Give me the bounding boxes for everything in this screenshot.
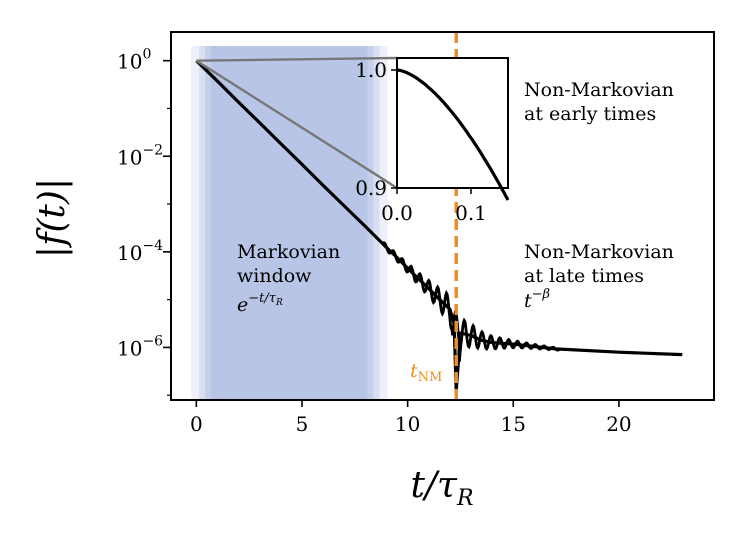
- annotation-late-expr: t−β: [524, 287, 550, 312]
- x-tick-label-0: 0: [190, 412, 203, 436]
- inset-y-tick-label: 0.9: [355, 176, 387, 200]
- annotation-markovian-expr: e−t/τR: [237, 291, 283, 316]
- t-nm-label: tNM: [410, 360, 442, 385]
- x-tick-label-5: 5: [296, 412, 309, 436]
- inset-y-tick-label: 1.0: [355, 58, 387, 82]
- x-tick-label-20: 20: [606, 412, 631, 436]
- inset-ticks: 0.0 0.1 1.0 0.9: [355, 58, 487, 225]
- y-tick-label--2: 10−2: [117, 142, 163, 169]
- y-axis-label: |f(t)|: [32, 178, 73, 258]
- markovian-window: [191, 46, 388, 399]
- inset-x-tick-label: 0.1: [455, 201, 487, 225]
- inset-connector-top: [196, 56, 398, 62]
- plot-frame: [170, 31, 715, 401]
- inset-x-tick-label: 0.0: [381, 201, 413, 225]
- inset-curve: [396, 68, 510, 201]
- inset-connector-bottom: [195, 59, 398, 190]
- y-axis-ticks: 100 10−2 10−4 10−6: [117, 47, 171, 396]
- x-axis-label: t/τR: [410, 465, 473, 511]
- x-axis-label-sub: R: [456, 486, 474, 511]
- y-tick-label--6: 10−6: [117, 333, 163, 360]
- y-tick-label-0: 100: [117, 47, 151, 74]
- x-tick-label-15: 15: [501, 412, 526, 436]
- y-tick-label--4: 10−4: [117, 238, 163, 265]
- x-axis-ticks: 0 5 10 15 20: [190, 400, 632, 436]
- oscillation-curve: [381, 241, 561, 362]
- inset-plot: 0.0 0.1 1.0 0.9: [355, 57, 510, 225]
- markovian-window-band-3: [211, 46, 368, 399]
- x-tick-label-10: 10: [395, 412, 420, 436]
